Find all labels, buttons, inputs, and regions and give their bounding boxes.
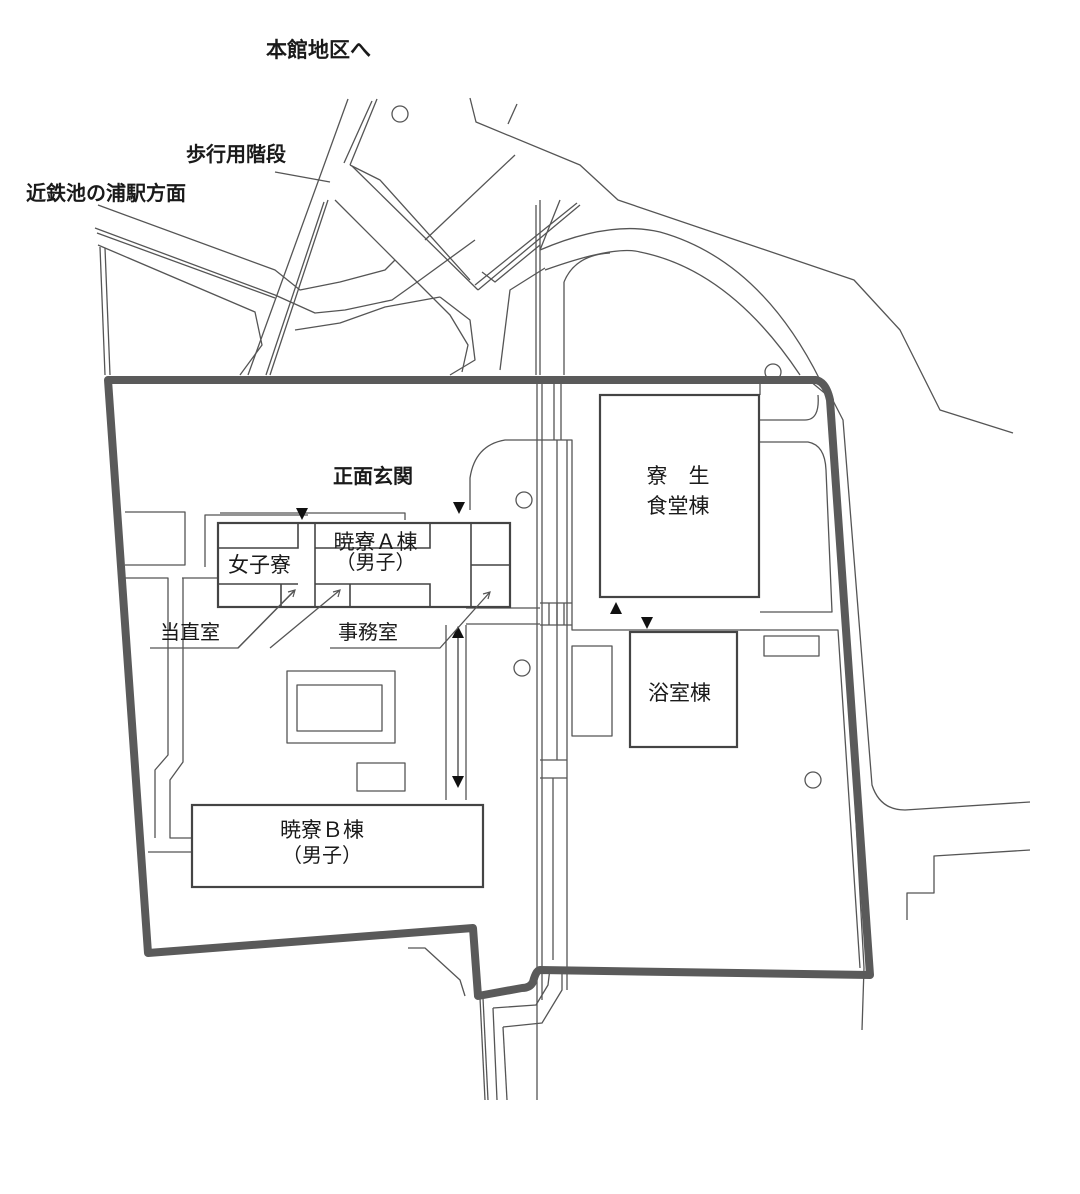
dorm-a-gender: （男子） — [335, 550, 416, 575]
dining-line1: 寮 生 — [646, 464, 710, 488]
dining-line2: 食堂棟 — [646, 494, 710, 519]
leader-lines — [150, 171, 491, 649]
room-duty: 当直室 — [160, 620, 220, 644]
dorm-b-name: 暁寮Ｂ棟 — [280, 818, 364, 842]
building-womens-dorm: 女子寮 — [228, 553, 291, 577]
direction-stairs: 歩行用階段 — [186, 142, 286, 166]
entrance-label: 正面玄関 — [333, 464, 413, 488]
entrance-markers — [296, 502, 653, 788]
direction-main-building: 本館地区へ — [266, 38, 371, 62]
building-dining: 寮 生 食堂棟 — [628, 464, 728, 518]
site-boundary — [104, 376, 874, 1000]
dorm-b-gender: （男子） — [282, 843, 362, 868]
building-dorm-b: 暁寮Ｂ棟 （男子） — [262, 818, 382, 867]
buildings — [190, 393, 761, 889]
dorm-a-name: 暁寮Ａ棟 — [333, 530, 418, 554]
room-office: 事務室 — [338, 620, 398, 644]
building-bath: 浴室棟 — [648, 681, 711, 705]
building-dorm-a: 暁寮Ａ棟 （男子） — [318, 530, 433, 574]
direction-station: 近鉄池の浦駅方面 — [26, 181, 186, 205]
